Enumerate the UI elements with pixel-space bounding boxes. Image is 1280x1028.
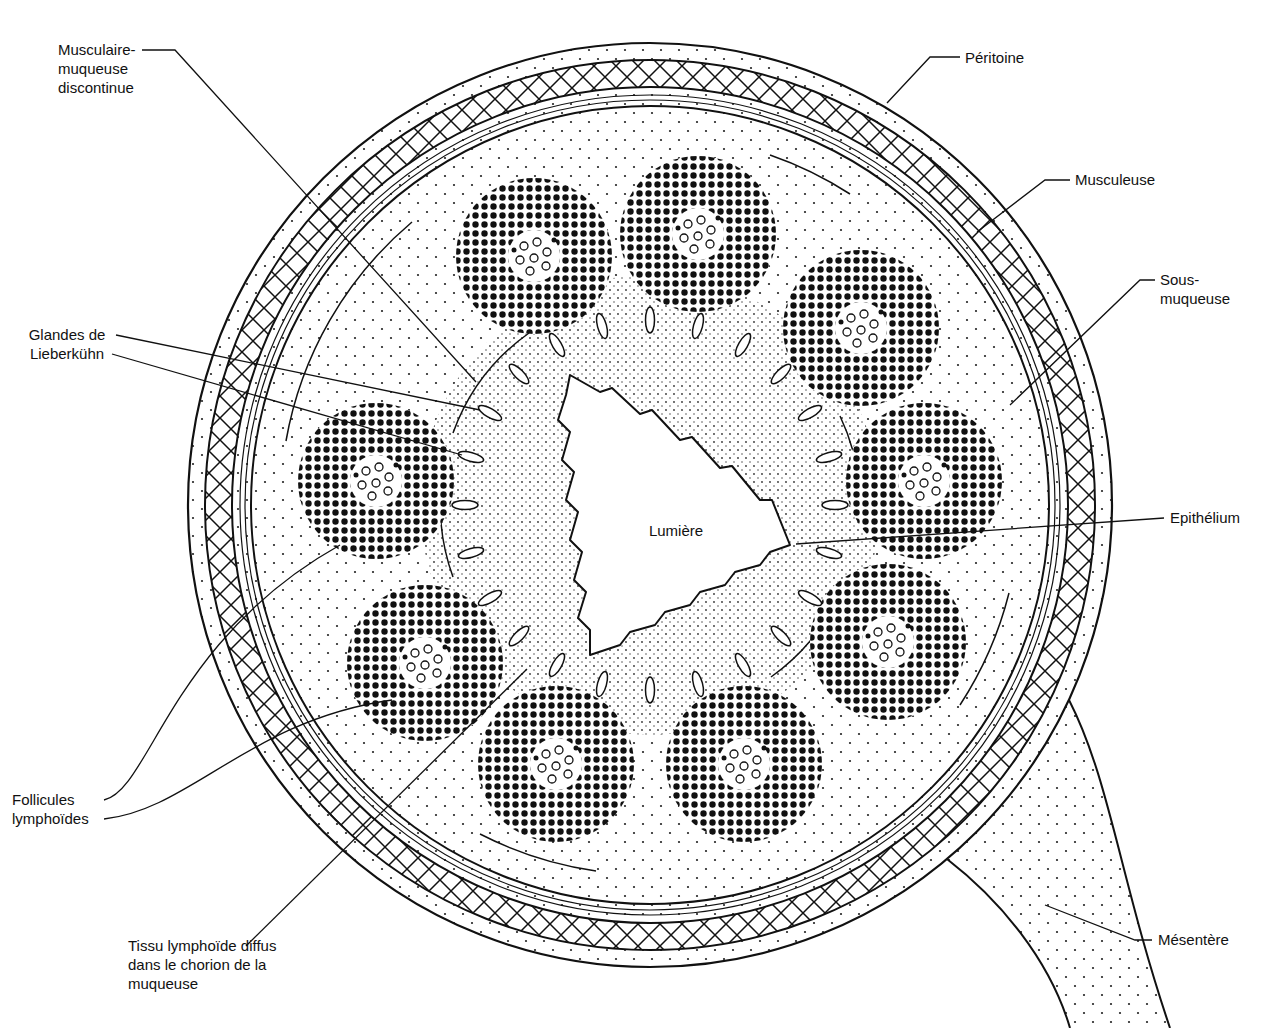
- part-label: Musculaire-muqueuse discontinue: [58, 40, 158, 97]
- part-label: Glandes de Lieberkühn: [22, 325, 112, 363]
- part-label: Tissu lymphoïde diffus dans le chorion d…: [128, 936, 293, 993]
- part-label: Lumière: [649, 521, 703, 540]
- part-label: Péritoine: [965, 48, 1024, 67]
- part-label: Sous-muqueuse: [1160, 270, 1240, 308]
- part-label: Mésentère: [1158, 930, 1229, 949]
- part-label: Musculeuse: [1075, 170, 1155, 189]
- part-label: Epithélium: [1170, 508, 1240, 527]
- part-label: Follicules lymphoïdes: [12, 790, 102, 828]
